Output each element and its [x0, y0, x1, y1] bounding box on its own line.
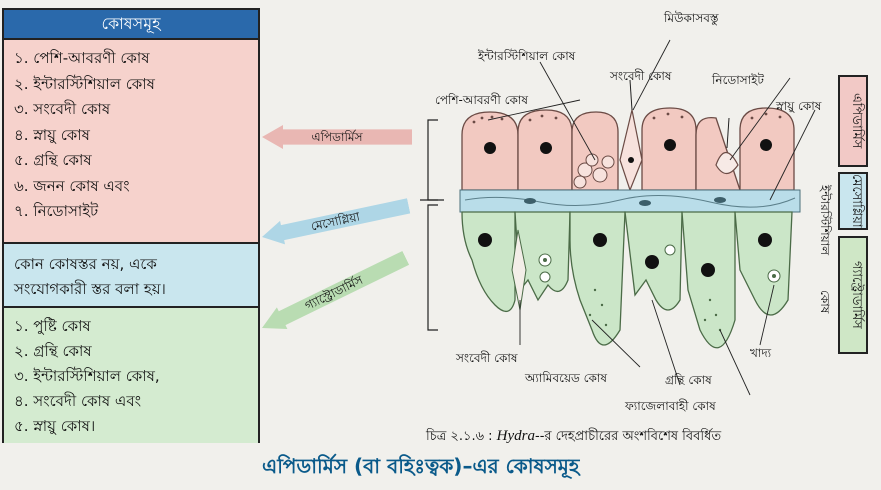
label-gland: গ্রন্থি কোষ	[665, 373, 712, 387]
cell-types-table: কোষসমূহ ১. পেশি-আবরণী কোষ ২. ইন্টারস্টিশ…	[2, 8, 260, 443]
side-label-mesoglea: মেসোগ্লিয়া	[838, 172, 868, 230]
mesoglea-text-line: সংযোগকারী স্তর বলা হয়।	[14, 280, 166, 298]
list-item: ৪. স্নায়ু কোষ	[14, 125, 90, 144]
mesoglea-arrow: মেসোগ্লিয়া	[260, 194, 412, 249]
mesoglea-nerve-cells	[524, 197, 726, 206]
gastrodermis-bracket	[427, 204, 438, 331]
list-item: ৫. স্নায়ু কোষ।	[14, 417, 96, 435]
gastrodermis-nuclei	[478, 233, 772, 277]
section-heading: এপিডার্মিস (বা বহিঃত্বক)–এর কোষসমূহ	[262, 454, 580, 478]
list-item: ৫. গ্রন্থি কোষ	[14, 151, 92, 169]
list-item: ১. পেশি-আবরণী কোষ	[14, 49, 150, 67]
side-label-interstitial: ইন্টারস্টিশিয়াল	[818, 185, 832, 256]
label-sensory-bottom: সংবেদী কোষ	[456, 351, 518, 365]
epidermis-nuclei	[484, 139, 772, 163]
label-interstitial: ইন্টারস্টিশিয়াল কোষ	[478, 49, 576, 63]
label-amoeboid: অ্যামিবয়েড কোষ	[525, 371, 608, 385]
epidermis-bracket	[427, 119, 438, 201]
hydra-body-wall-diagram	[420, 39, 816, 396]
label-sensory-top: সংবেদী কোষ	[610, 69, 672, 83]
side-label-gastrodermis: গ্যাস্ট্রোডার্মিস	[838, 236, 868, 354]
caption-suffix: --র দেহপ্রাচীরের অংশবিশেষ বিবর্ধিত	[535, 429, 722, 444]
gastrodermis-arrow-label: গ্যাস্ট্রোডার্মিস	[302, 272, 366, 313]
interstitial-cell-cluster	[573, 153, 615, 189]
table-title: কোষসমূহ	[4, 10, 258, 40]
sensory-cell-top	[619, 109, 643, 192]
list-item: ৪. সংবেদী কোষ এবং	[14, 392, 142, 410]
list-item: ২. ইন্টারস্টিশিয়াল কোষ	[14, 74, 155, 93]
list-item: ৩. ইন্টারস্টিশিয়াল কোষ,	[14, 367, 160, 385]
side-label-epidermis: এপিডার্মিস	[838, 75, 868, 167]
gastrodermis-cells	[461, 211, 793, 349]
list-item: ২. গ্রন্থি কোষ	[14, 342, 92, 360]
label-flagellated: ফ্যাজেলাবাহী কোষ	[625, 399, 716, 413]
label-muscle-epithelial: পেশি-আবরণী কোষ	[435, 93, 529, 107]
food-vacuole-dots	[543, 258, 776, 278]
mesoglea-text-line: কোন কোষস্তর নয়, একে	[14, 255, 157, 273]
list-item: ৩. সংবেদী কোষ	[14, 100, 111, 118]
epidermis-arrow-label: এপিডার্মিস	[311, 130, 363, 144]
list-item: ১. পুষ্টি কোষ	[14, 317, 91, 335]
epidermis-arrow: এপিডার্মিস	[262, 125, 412, 149]
list-item: ৬. জনন কোষ এবং	[14, 176, 130, 195]
gland-cell-granules	[588, 288, 722, 332]
label-nerve: স্নায়ু কোষ	[776, 99, 822, 113]
mesoglea-description: কোন কোষস্তর নয়, একে সংযোগকারী স্তর বলা …	[4, 244, 258, 308]
mesoglea-arrow-label: মেসোগ্লিয়া	[309, 209, 362, 234]
figure-caption: চিত্র ২.১.৬ : Hydra--র দেহপ্রাচীরের অংশব…	[426, 427, 721, 448]
label-mucus: মিউকাসবস্তু	[664, 11, 719, 25]
mesoglea-layer	[459, 189, 801, 213]
epidermis-dots	[472, 112, 782, 124]
caption-italic-genus: Hydra	[496, 428, 535, 444]
caption-prefix: চিত্র ২.১.৬ :	[426, 429, 497, 444]
list-item: ৭. নিডোসাইট	[14, 202, 99, 220]
label-food: খাদ্য	[750, 346, 772, 360]
leader-lines	[487, 39, 816, 396]
cnidocyte-cell	[715, 151, 739, 175]
gastrodermis-arrow: গ্যাস্ট্রোডার্মিস	[257, 247, 411, 339]
gastrodermis-cell-list: ১. পুষ্টি কোষ ২. গ্রন্থি কোষ ৩. ইন্টারস্…	[4, 308, 258, 443]
epidermis-cell-list: ১. পেশি-আবরণী কোষ ২. ইন্টারস্টিশিয়াল কো…	[4, 40, 258, 244]
side-label-cell: কোষ	[818, 290, 832, 314]
label-cnidocyte: নিডোসাইট	[712, 73, 764, 87]
